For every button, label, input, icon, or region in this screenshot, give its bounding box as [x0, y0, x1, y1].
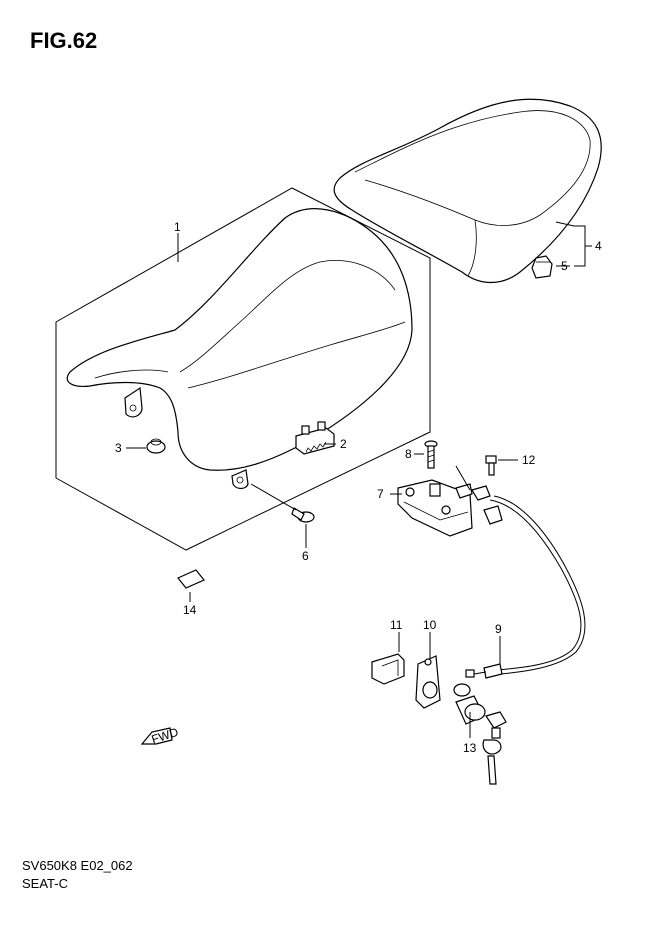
part-3-cushion [146, 438, 166, 454]
callout-4: 4 [595, 239, 602, 253]
part-6-bolt [291, 507, 315, 523]
seat-lock-cable [465, 485, 586, 679]
callout-10: 10 [423, 618, 437, 632]
callout-12: 12 [522, 453, 536, 467]
pillion-seat [333, 98, 602, 283]
front-seat [66, 208, 413, 490]
callout-9: 9 [495, 622, 502, 636]
part-7-latch [397, 479, 473, 537]
part-5-cap [531, 255, 553, 279]
callout-5: 5 [561, 259, 568, 273]
callout-3: 3 [115, 441, 122, 455]
model-code: SV650K8 E02_062 [22, 858, 133, 873]
part-8-screw [424, 440, 438, 469]
callout-2: 2 [340, 437, 347, 451]
callout-11: 11 [390, 618, 403, 632]
leader-lines [126, 221, 592, 738]
part-13-lock-and-keys [453, 683, 507, 785]
figure-name: SEAT-C [22, 876, 68, 891]
callout-7: 7 [377, 487, 384, 501]
part-10-bracket [415, 655, 441, 709]
part-12-screw [485, 455, 497, 476]
callout-13: 13 [463, 741, 477, 755]
part-11-clip [371, 653, 405, 685]
callout-6: 6 [302, 549, 309, 563]
callout-14: 14 [183, 603, 197, 617]
figure-title: FIG.62 [30, 28, 98, 53]
forward-direction-arrow: FWD [140, 725, 181, 747]
seat-assembly-box [55, 187, 431, 551]
fwd-label: FWD [150, 725, 181, 747]
part-14-label [177, 569, 205, 589]
callout-1: 1 [174, 220, 181, 234]
callout-8: 8 [405, 447, 412, 461]
part-2-block [295, 421, 335, 455]
